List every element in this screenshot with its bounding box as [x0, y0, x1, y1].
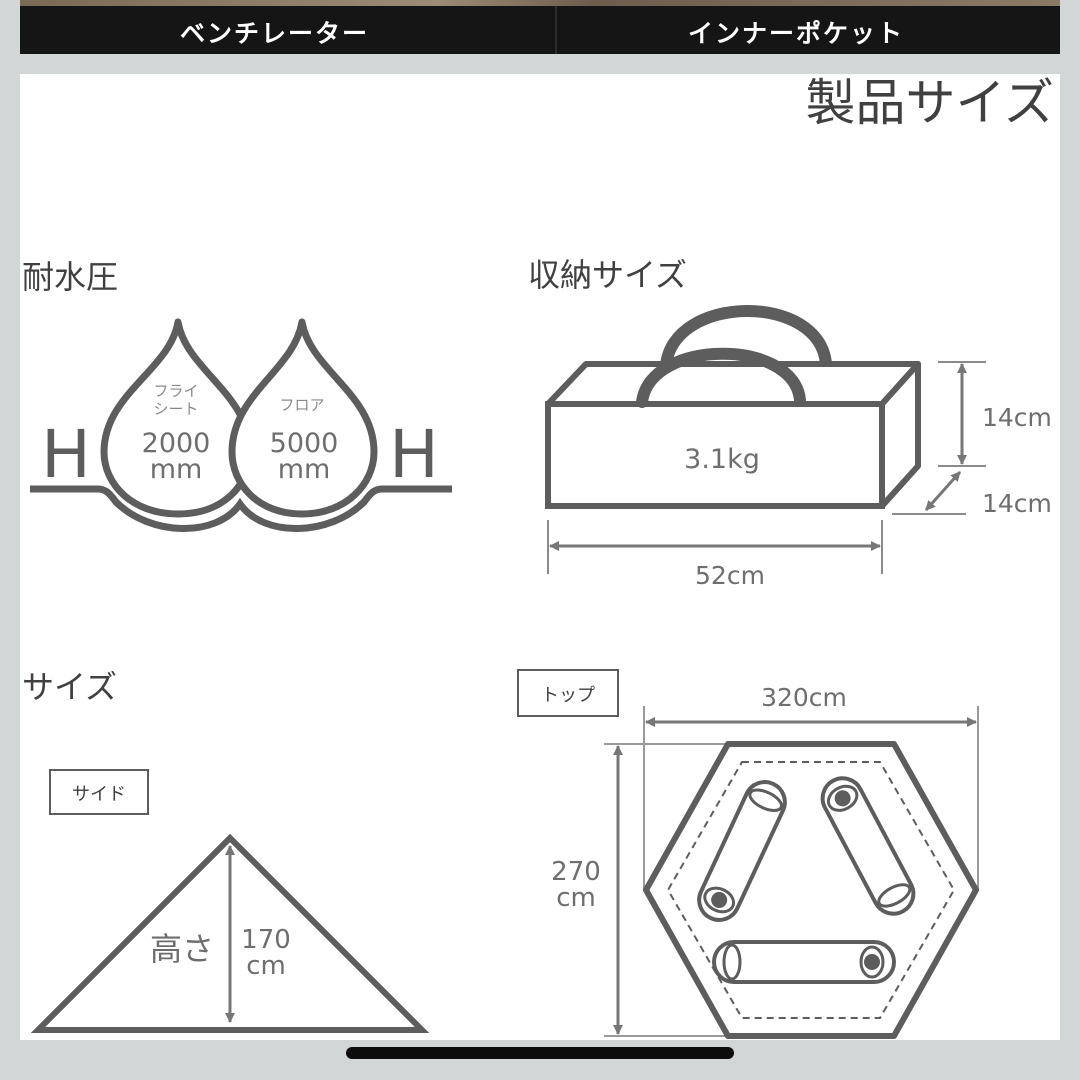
h-right-symbol: H [389, 416, 439, 493]
storage-depth-label: 14cm [982, 489, 1052, 518]
product-size-diagram: 製品サイズ 耐水圧 H H フライ シート 2000 mm フロア 5000 m… [22, 74, 1055, 1039]
top-view-graphic: トップ 320cm 270 cm [517, 669, 979, 1039]
sleeping-bag-icon [820, 776, 916, 916]
tent-height-value: 170 [241, 925, 291, 955]
floor-pressure-unit: mm [278, 454, 331, 485]
storage-bag-graphic: 3.1kg 14cm 14cm 52cm [545, 305, 1052, 590]
water-surface-line [30, 485, 452, 532]
water-pressure-heading: 耐水圧 [22, 258, 118, 296]
water-pressure-graphic: H H フライ シート 2000 mm フロア 5000 mm [30, 318, 452, 532]
top-width-label: 320cm [761, 683, 847, 712]
fly-sheet-drop-icon [100, 318, 254, 518]
bag-top-face [545, 361, 921, 407]
fly-sheet-label-line2: シート [153, 400, 198, 418]
storage-height-label: 14cm [982, 403, 1052, 432]
home-indicator-bar[interactable] [346, 1047, 734, 1059]
side-view-badge-label: サイド [72, 784, 126, 805]
tent-height-label: 高さ [150, 930, 214, 968]
strip-divider [555, 6, 557, 54]
depth-dimension-arrow [924, 470, 962, 512]
h-left-symbol: H [41, 416, 91, 493]
bag-handle-front [636, 347, 806, 408]
storage-size-heading: 収納サイズ [528, 256, 687, 294]
sleeping-bag-icon [697, 780, 787, 922]
inner-tent-outline [666, 761, 956, 1019]
side-view-graphic: サイド 高さ 170 cm [30, 769, 430, 1033]
tent-height-unit: cm [246, 951, 286, 981]
tent-side-outline [30, 833, 430, 1033]
ventilator-caption: ベンチレーター [180, 19, 370, 48]
tent-floor-hexagon [643, 741, 979, 1039]
storage-width-label: 52cm [695, 561, 765, 590]
photo-edge [20, 0, 1060, 6]
page-title: 製品サイズ [806, 74, 1055, 132]
product-size-panel: 製品サイズ 耐水圧 H H フライ シート 2000 mm フロア 5000 m… [20, 74, 1060, 1040]
bag-handle-back [660, 305, 832, 372]
floor-label: フロア [279, 396, 324, 414]
top-depth-value: 270 [551, 857, 601, 887]
side-view-badge [49, 769, 149, 815]
top-view-badge [517, 669, 619, 717]
bag-front-face [545, 401, 885, 509]
fly-sheet-pressure-value: 2000 [142, 428, 211, 459]
floor-pressure-value: 5000 [270, 428, 339, 459]
bag-weight-label: 3.1kg [684, 444, 760, 475]
inner-pocket-caption: インナーポケット [688, 19, 905, 48]
floor-drop-icon [228, 318, 378, 518]
size-heading: サイズ [22, 668, 117, 706]
top-view-badge-label: トップ [541, 685, 595, 706]
fly-sheet-label-line1: フライ [153, 382, 198, 400]
top-depth-unit: cm [556, 883, 596, 913]
sleeping-bag-icon [712, 940, 896, 984]
top-photo-strip: ベンチレーター インナーポケット [20, 0, 1060, 54]
fly-sheet-pressure-unit: mm [150, 454, 203, 485]
